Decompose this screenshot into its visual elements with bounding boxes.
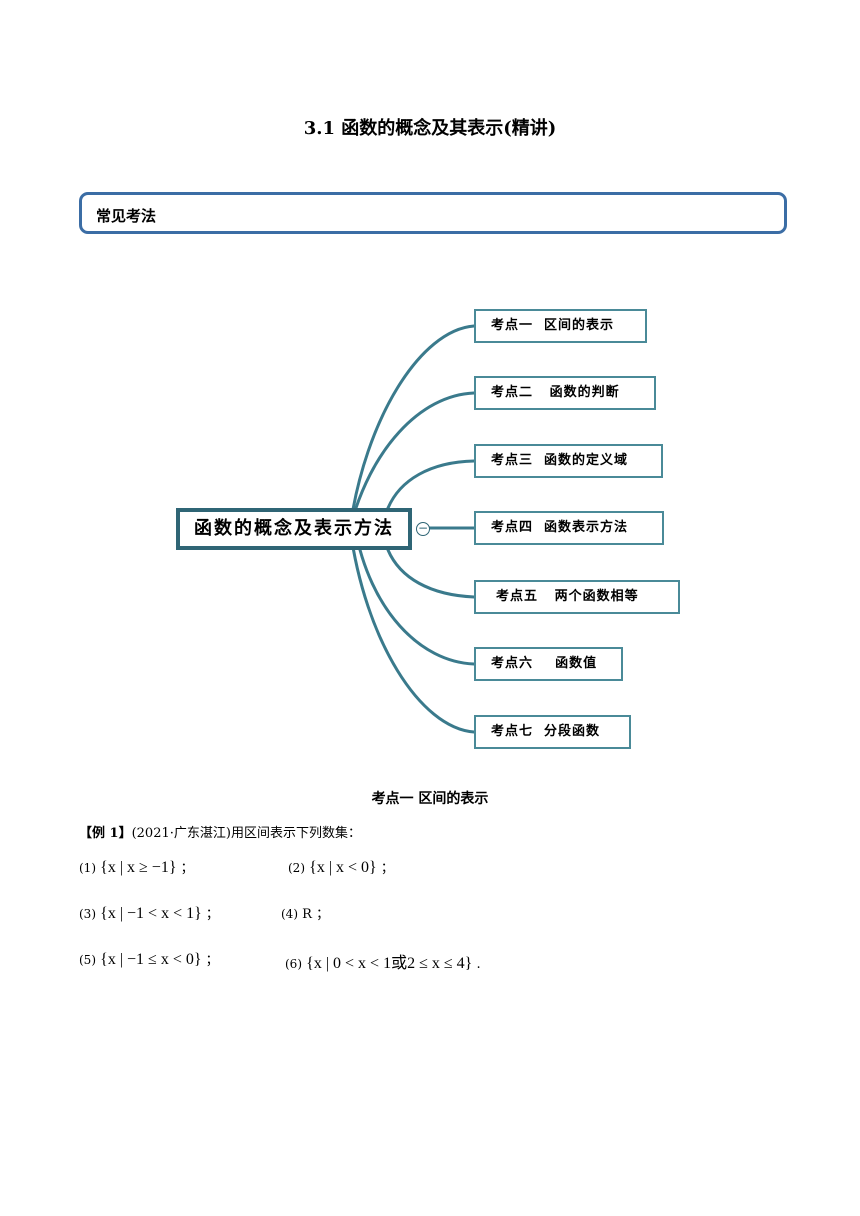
exercise-item-3: (3) {x | −1 < x < 1} ；	[79, 903, 219, 923]
exercise-item-2: (2) {x | x < 0} ；	[288, 857, 394, 877]
item-number: (4)	[281, 907, 298, 921]
collapse-toggle[interactable]: −	[416, 521, 430, 536]
exercise-item-6: (6) {x | 0 < x < 1或2 ≤ x ≤ 4} .	[285, 949, 481, 973]
connector-2	[348, 391, 476, 530]
item-punct: ；	[205, 907, 219, 922]
topic-kaodian-1: 考点一 区间的表示	[474, 309, 647, 343]
topic-kaodian-5: 考点五 两个函数相等	[474, 580, 680, 614]
item-expression: {x | x < 0}	[309, 859, 377, 876]
connector-6	[353, 526, 476, 666]
item-number: (2)	[288, 861, 305, 875]
topic-kaodian-6: 考点六 函数值	[474, 647, 623, 681]
topic-kaodian-2: 考点二 函数的判断	[474, 376, 656, 410]
example-text: 用区间表示下列数集：	[230, 826, 361, 841]
kaodian-1-heading: 考点一 区间的表示	[371, 791, 489, 807]
exercise-item-1: (1) {x | x ≥ −1} ；	[79, 857, 194, 877]
item-number: (6)	[285, 957, 302, 971]
connector-3	[386, 459, 476, 510]
exercise-item-4: (4) R ；	[281, 903, 329, 922]
item-expression: {x | 0 < x < 1或2 ≤ x ≤ 4}	[306, 955, 473, 972]
topic-kaodian-7: 考点七 分段函数	[474, 715, 631, 749]
item-punct: ；	[180, 861, 194, 876]
exercise-item-5: (5) {x | −1 ≤ x < 0} ；	[79, 949, 219, 969]
item-number: (1)	[79, 861, 96, 875]
item-punct: .	[476, 957, 481, 972]
connector-7	[348, 526, 476, 734]
document-title: 3.1 函数的概念及其表示(精讲)	[303, 118, 557, 139]
connector-5	[386, 548, 476, 599]
topic-kaodian-3: 考点三 函数的定义域	[474, 444, 663, 478]
mindmap-center-node: 函数的概念及表示方法	[176, 508, 412, 550]
example-label: 【例 1】	[79, 826, 132, 841]
item-punct: ；	[205, 953, 219, 968]
item-expression: {x | −1 ≤ x < 0}	[100, 951, 202, 968]
example-source: (2021·广东湛江)	[131, 826, 231, 841]
topic-kaodian-4: 考点四 函数表示方法	[474, 511, 664, 545]
connector-1	[348, 324, 476, 530]
example-1: 【例 1】(2021·广东湛江)用区间表示下列数集：	[79, 822, 361, 841]
item-expression: R	[302, 907, 312, 922]
section-heading: 常见考法	[96, 207, 157, 225]
item-expression: {x | −1 < x < 1}	[100, 905, 202, 922]
item-expression: {x | x ≥ −1}	[100, 859, 177, 876]
item-punct: ；	[380, 861, 394, 876]
item-punct: ；	[316, 907, 330, 922]
section-heading-box: 常见考法	[79, 192, 787, 234]
item-number: (3)	[79, 907, 96, 921]
item-number: (5)	[79, 953, 96, 967]
